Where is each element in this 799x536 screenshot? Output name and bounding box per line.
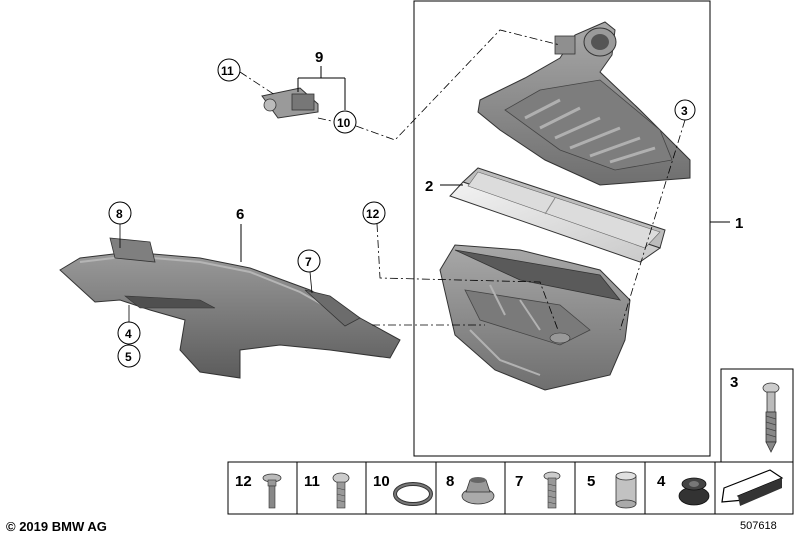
legend-label-7: 7 — [515, 473, 523, 490]
callout-3: 3 — [681, 104, 688, 118]
legend-label-10: 10 — [373, 473, 390, 490]
legend-label-11: 11 — [304, 473, 320, 490]
hex-nut-icon — [461, 477, 495, 505]
callout-8: 8 — [116, 207, 123, 221]
air-mass-meter — [261, 87, 319, 119]
callout-9: 9 — [315, 49, 323, 66]
callout-1: 1 — [735, 215, 743, 232]
assembly-frame — [413, 0, 711, 457]
legend-label-4: 4 — [657, 473, 666, 490]
connection-sensor-lid — [355, 29, 561, 141]
grommet-icon — [678, 477, 710, 506]
filter-element — [449, 167, 666, 263]
sleeve-icon — [615, 471, 637, 509]
callout-4: 4 — [125, 327, 132, 341]
detail-box-3 — [720, 368, 794, 463]
callout-circle-12 — [362, 201, 386, 225]
leader-11 — [239, 71, 276, 96]
leader-3 — [619, 119, 686, 331]
leader-10 — [317, 117, 337, 123]
callout-5: 5 — [125, 350, 132, 364]
callout-circle-8 — [108, 201, 132, 225]
callout-circle-7 — [297, 249, 321, 273]
connection-12 — [376, 223, 559, 331]
callout-6: 6 — [236, 206, 244, 223]
callout-circle-5 — [117, 344, 141, 368]
legend-label-8: 8 — [446, 473, 454, 490]
air-filter-housing — [439, 244, 631, 391]
screw-icon — [543, 471, 561, 509]
leader-7 — [309, 271, 313, 294]
callout-12: 12 — [366, 207, 380, 221]
callout-circle-3 — [674, 99, 696, 121]
bolt-detail-icon — [762, 382, 780, 453]
callout-2: 2 — [425, 178, 433, 195]
callout-10: 10 — [337, 116, 351, 130]
arrow-symbol-icon — [721, 469, 784, 506]
detail-box-3-label: 3 — [730, 374, 738, 391]
flange-bolt-icon — [262, 473, 282, 509]
callout-circle-10 — [333, 110, 357, 134]
callout-circle-11 — [217, 58, 241, 82]
o-ring-icon — [393, 482, 433, 506]
callout-7: 7 — [305, 255, 312, 269]
torx-screw-icon — [332, 472, 350, 509]
air-filter-lid — [477, 21, 691, 186]
legend-label-5: 5 — [587, 473, 595, 490]
legend-label-12: 12 — [235, 473, 252, 490]
callout-11: 11 — [221, 64, 234, 78]
reference-number: 507618 — [740, 520, 777, 532]
intake-duct — [59, 237, 401, 379]
callout-circle-4 — [117, 321, 141, 345]
copyright-text: © 2019 BMW AG — [6, 519, 107, 534]
